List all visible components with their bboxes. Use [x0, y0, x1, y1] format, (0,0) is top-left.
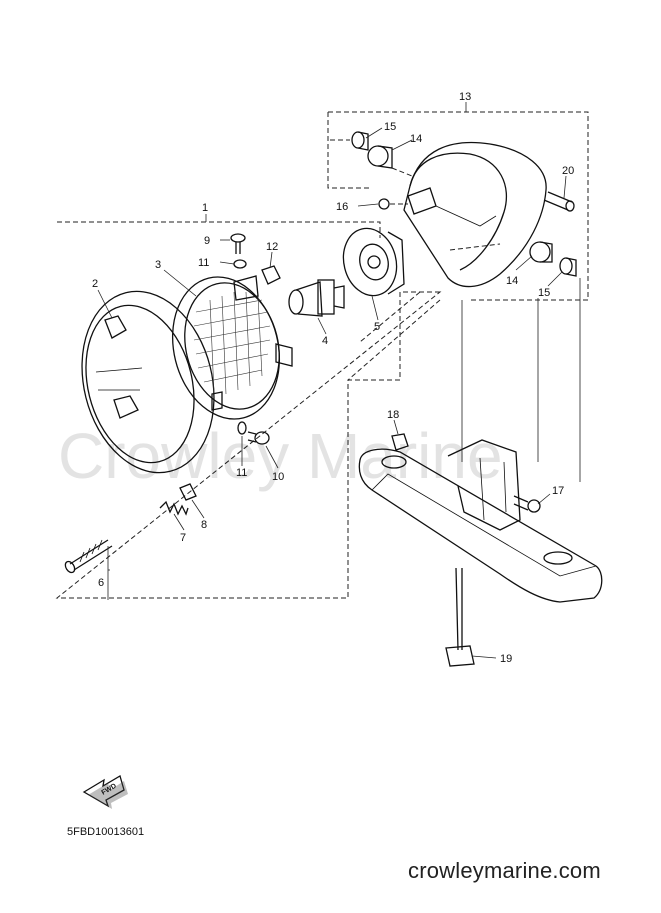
callout-20: 20 [562, 165, 574, 177]
callout-17: 17 [552, 485, 564, 497]
callout-15-bottom: 15 [538, 287, 550, 299]
headlight-housing [403, 141, 547, 288]
headlight-rim [81, 290, 215, 474]
callout-4: 4 [322, 335, 328, 347]
callout-14-top: 14 [410, 133, 422, 145]
headlight-bracket [358, 439, 603, 603]
nut-18 [391, 433, 409, 451]
pin-20 [543, 191, 575, 212]
mounting-screw-10 [247, 431, 270, 445]
callout-13: 13 [459, 91, 471, 103]
square-nut-12 [261, 265, 281, 285]
callout-14-bottom: 14 [506, 275, 518, 287]
adjuster-nut [179, 483, 197, 501]
callout-9: 9 [204, 235, 210, 247]
callout-11-top: 11 [198, 257, 209, 269]
callout-labels: 1 2 3 4 5 6 7 8 9 10 11 11 12 13 14 14 1… [92, 91, 574, 665]
callout-2: 2 [92, 278, 98, 290]
adjuster-spring [159, 500, 189, 516]
collar-15-top [351, 131, 369, 151]
fwd-arrow-icon: FWD [82, 775, 128, 809]
callout-19: 19 [500, 653, 512, 665]
bolt-17 [513, 495, 541, 513]
callout-1: 1 [202, 202, 208, 214]
grommet-14-bottom [529, 241, 553, 263]
assembly-guides [330, 139, 501, 381]
cable-tie-19 [445, 567, 475, 667]
diagram-code: 5FBD10013601 [67, 826, 145, 838]
callout-7: 7 [180, 532, 186, 544]
callout-15-top: 15 [384, 121, 396, 133]
alignment-lines [461, 278, 581, 482]
site-footer: crowleymarine.com [408, 858, 601, 883]
washer-11-top [233, 259, 247, 269]
callout-8: 8 [201, 519, 207, 531]
grommet-14-top [367, 145, 393, 169]
callout-11-bottom: 11 [236, 467, 247, 479]
bulb-cover [342, 227, 405, 297]
mounting-screw-9 [230, 233, 246, 254]
callout-10: 10 [272, 471, 284, 483]
assembly-boundary-13 [327, 111, 589, 301]
headlight-bulb [288, 279, 345, 317]
callout-16: 16 [336, 201, 348, 213]
rim-screw [64, 539, 113, 574]
nut-16 [378, 198, 390, 210]
callout-3: 3 [155, 259, 161, 271]
leader-lines [97, 102, 567, 659]
washer-11-bottom [237, 421, 247, 435]
collar-15-bottom [559, 257, 577, 277]
callout-12: 12 [266, 241, 278, 253]
headlight-unit [171, 275, 293, 420]
callout-5: 5 [374, 321, 380, 333]
callout-6: 6 [98, 577, 104, 589]
callout-18: 18 [387, 409, 399, 421]
watermark: Crowley Marine [58, 420, 503, 492]
